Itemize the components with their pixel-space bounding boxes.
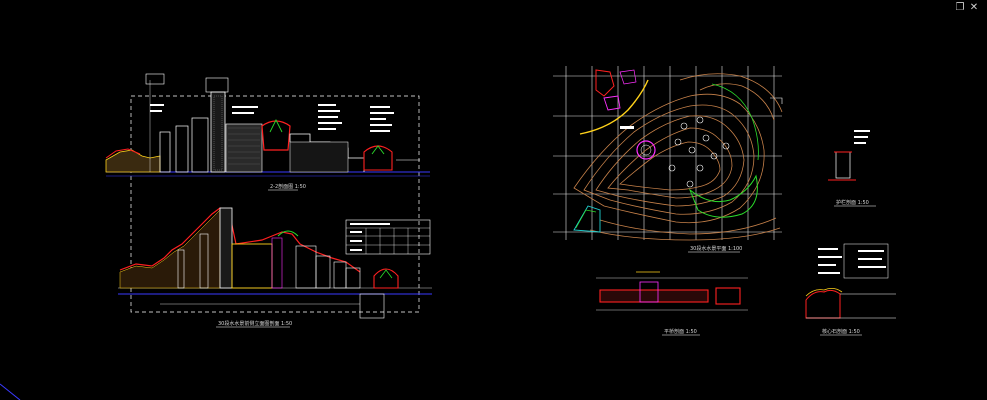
elev-pier-2 <box>199 233 209 289</box>
core-rock-top <box>805 288 843 297</box>
plan-building-magenta-2 <box>619 69 637 85</box>
elevation-drawing[interactable]: 30段水水景前侧立面图剖面 1:50 <box>118 207 432 328</box>
core-stone-detail[interactable]: 核心石剖面 1:50 <box>805 243 896 336</box>
section-frame <box>130 95 420 313</box>
plan-cyan-edge <box>573 205 601 233</box>
plan-title: 30段水水景平面 1:100 <box>690 245 742 252</box>
top-tag <box>145 73 165 85</box>
plan-label-box <box>620 126 634 129</box>
step-fill <box>289 141 349 173</box>
core-frame <box>843 243 889 279</box>
plan-grid <box>553 66 782 240</box>
restore-window-button[interactable]: ❐ <box>955 2 965 13</box>
pier-notes <box>854 130 870 144</box>
cascade-rock-outline <box>119 207 361 273</box>
close-window-button[interactable]: ✕ <box>969 2 979 13</box>
annotation-notes-top <box>150 104 394 132</box>
ucs-axis-marker <box>0 383 21 400</box>
pier-body <box>835 151 851 179</box>
left-rock-edge <box>105 148 141 159</box>
elev-pier-5 <box>315 255 331 289</box>
elevation-title: 30段水水景前侧立面图剖面 1:50 <box>218 320 292 327</box>
left-pier-2 <box>175 125 189 173</box>
left-pier-3 <box>191 117 209 173</box>
section-drawing[interactable]: 2-2剖面图 1:50 <box>105 73 430 313</box>
step-block-2 <box>715 287 741 305</box>
core-title: 核心石剖面 1:50 <box>822 328 860 335</box>
elev-pier-1 <box>177 249 185 289</box>
elev-pier-4 <box>295 245 317 289</box>
pier-detail[interactable]: 护栏剖面 1:50 <box>828 130 876 207</box>
column-hatch <box>213 95 223 171</box>
elev-column <box>219 207 233 289</box>
core-notes <box>818 248 886 274</box>
step-section[interactable]: 平桥剖面 1:50 <box>596 271 748 336</box>
plan-green-path <box>688 174 758 218</box>
planter-bowl <box>261 120 291 151</box>
plan-fountain-inner <box>640 144 652 156</box>
plan-trees <box>668 116 730 188</box>
plan-edge-marker <box>770 97 783 104</box>
left-rockwork <box>105 149 161 173</box>
spec-table <box>345 219 431 255</box>
step-title: 平桥剖面 1:50 <box>664 328 697 335</box>
column-top <box>205 77 229 93</box>
block-hatch <box>228 127 260 165</box>
tall-column <box>210 91 226 173</box>
left-pier <box>159 131 171 173</box>
plan-view[interactable]: 30段水水景平面 1:100 <box>553 66 783 253</box>
elev-basin <box>359 293 385 319</box>
elev-planter-1 <box>277 230 299 237</box>
step-block <box>639 281 659 303</box>
elev-pier-3 <box>271 237 283 289</box>
elev-yellow-frame <box>231 243 273 289</box>
elev-planter-2 <box>373 268 399 289</box>
plan-building-red <box>595 69 615 97</box>
right-pool <box>363 145 393 171</box>
elev-pier-7 <box>345 267 361 289</box>
step-slab <box>599 289 709 303</box>
elev-pier-6 <box>333 261 347 289</box>
plan-green-corner <box>575 209 597 229</box>
plan-building-magenta <box>603 95 621 111</box>
plan-contours <box>573 73 783 241</box>
plan-yellow-arc <box>579 79 649 135</box>
right-pool-plant <box>371 145 385 155</box>
planter-plant <box>269 118 283 133</box>
elev-planter-2-plant <box>379 269 393 279</box>
pier-title: 护栏剖面 1:50 <box>836 199 869 206</box>
core-rock <box>805 289 841 319</box>
section-2-2-title: 2-2剖面图 1:50 <box>270 183 306 190</box>
plan-green-line <box>711 83 759 161</box>
plan-fountain-circle <box>636 140 656 160</box>
stone-block <box>225 123 263 173</box>
